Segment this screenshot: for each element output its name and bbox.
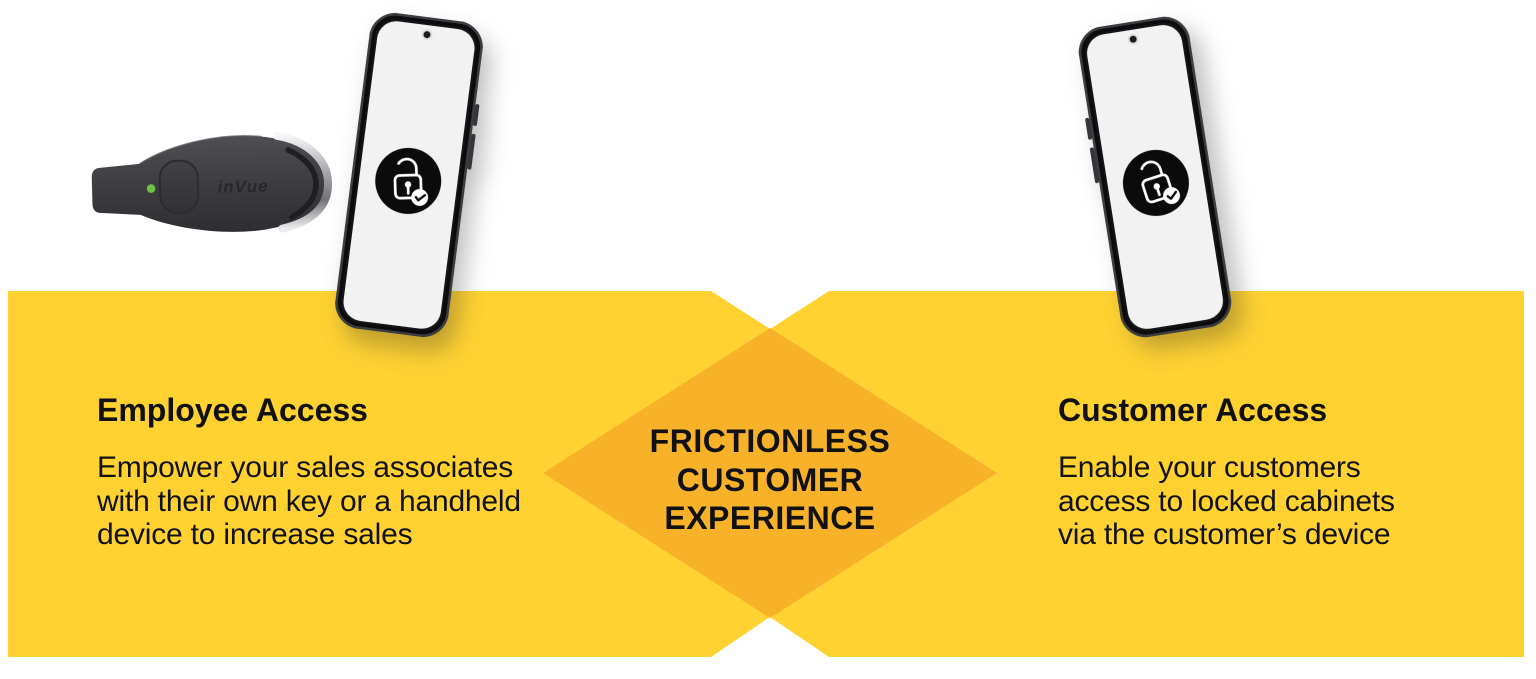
employee-body-line-1: Empower your sales associates (97, 451, 514, 484)
key-device-illustration: inVue (91, 131, 333, 233)
camera-icon (1129, 35, 1138, 44)
key-led-indicator (146, 184, 156, 193)
key-top-highlight (139, 135, 262, 165)
phone-power-button (1089, 147, 1100, 184)
employee-access-heading: Employee Access (97, 392, 368, 428)
customer-access-heading: Customer Access (1058, 392, 1328, 428)
customer-access-body: Enable your customers access to locked c… (1058, 451, 1395, 552)
employee-phone (332, 10, 486, 340)
employee-body-line-2: with their own key or a handheld (97, 484, 521, 518)
employee-body-line-3: device to increase sales (97, 518, 413, 551)
key-ring-hole (285, 147, 319, 220)
unlocked-padlock-check-icon (1118, 145, 1194, 221)
customer-body-line-1: Enable your customers (1058, 451, 1361, 484)
headline-line-1: FRICTIONLESS (649, 423, 891, 459)
camera-icon (423, 30, 431, 39)
phone-volume-button (1084, 117, 1093, 140)
key-button-panel (158, 159, 200, 214)
headline-line-2: CUSTOMER (676, 461, 864, 498)
customer-phone (1075, 13, 1235, 341)
customer-body-line-2: access to locked cabinets (1058, 484, 1395, 518)
phone-volume-button (472, 103, 480, 127)
invue-logo-text: inVue (217, 176, 268, 196)
diamond-headline: FRICTIONLESS CUSTOMER EXPERIENCE (545, 422, 995, 538)
customer-body-line-3: via the customer’s device (1058, 518, 1391, 551)
invue-key-device: inVue (84, 128, 339, 243)
unlocked-padlock-check-icon (371, 144, 446, 218)
phone-screen (341, 18, 477, 332)
phone-power-button (467, 133, 476, 170)
key-body (91, 135, 329, 232)
key-chrome-ring (272, 131, 333, 233)
headline-line-3: EXPERIENCE (664, 500, 876, 536)
phone-screen (1084, 22, 1226, 332)
employee-access-body: Empower your sales associates with their… (97, 451, 521, 552)
